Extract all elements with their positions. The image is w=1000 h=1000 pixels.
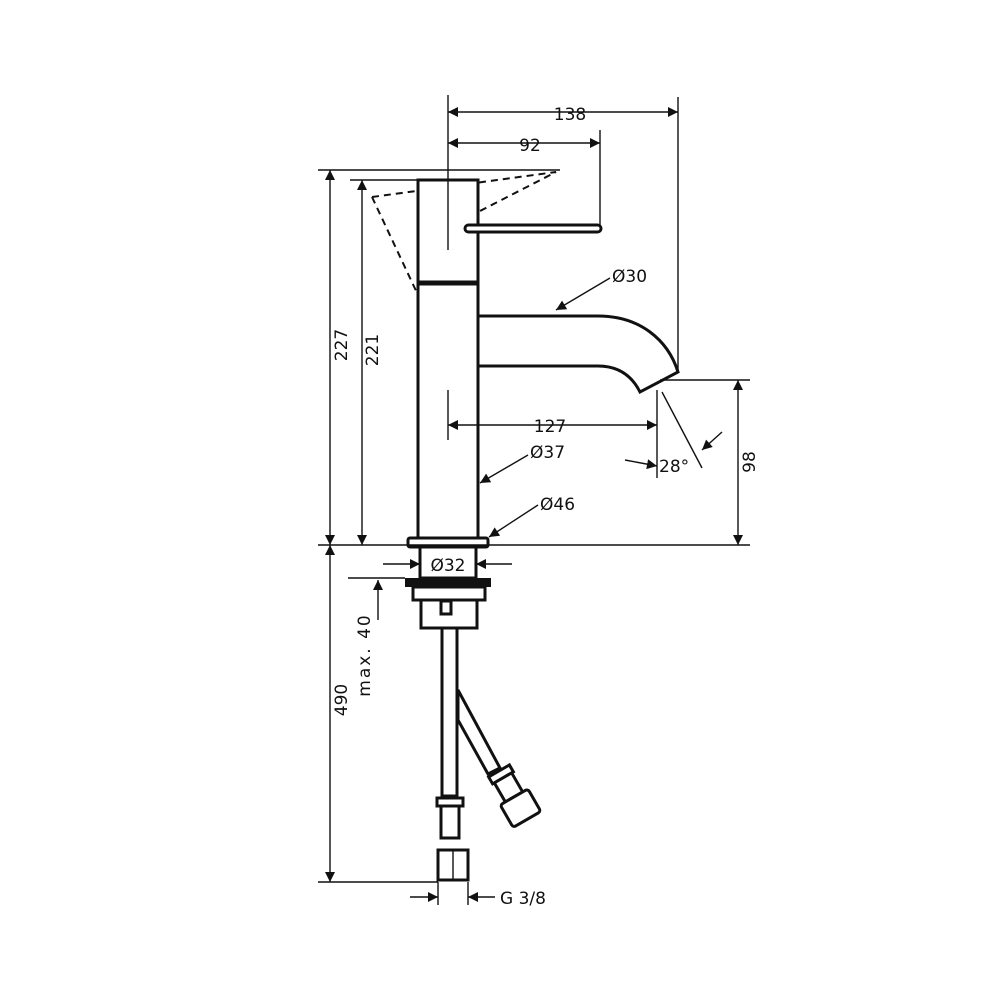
dim-max-40: max. 40 [355,613,375,696]
dim-thread: G 3/8 [500,889,546,909]
dim-angle: 28° [659,457,689,477]
dim-base-diameter: Ø46 [540,495,575,515]
dim-spout-diameter: Ø30 [612,267,647,287]
dimension-labels: 138 92 Ø30 227 221 127 Ø37 28° 98 Ø46 Ø3… [332,105,760,909]
dim-221: 221 [363,334,383,366]
dim-98: 98 [740,451,760,473]
dimension-lines [318,95,750,905]
dim-body-diameter: Ø37 [530,443,565,463]
screw [439,599,453,616]
dim-92: 92 [519,136,541,156]
mounting-nut [411,585,487,602]
lever-handle [463,223,603,234]
spout [463,314,680,395]
dim-127: 127 [534,417,566,437]
dim-490: 490 [332,684,352,716]
counter-washer [405,578,491,587]
dim-227: 227 [332,329,352,361]
hose-straight [440,626,459,798]
dim-138: 138 [554,105,586,125]
hose-angled-fitting [486,762,542,828]
dim-hole-diameter: Ø32 [430,556,465,576]
hose-angled [456,689,503,776]
